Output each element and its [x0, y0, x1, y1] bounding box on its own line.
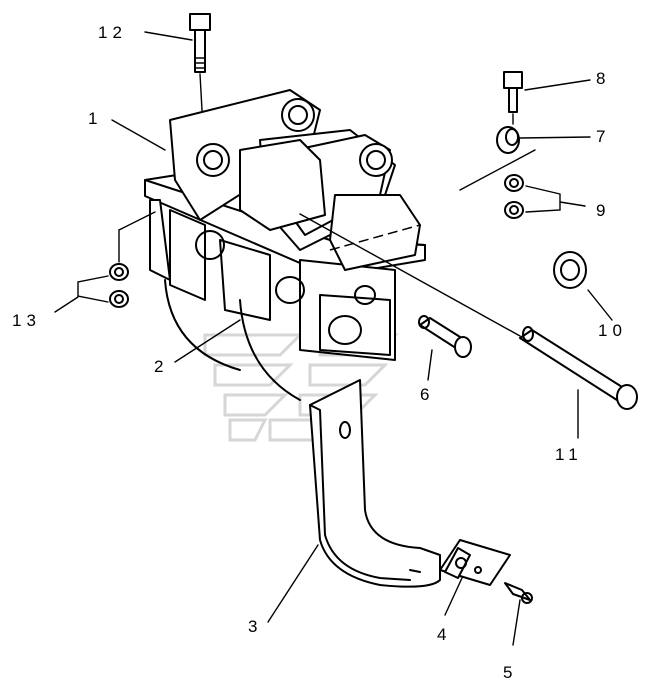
callout-11: 11	[555, 445, 583, 464]
bushing-7	[496, 126, 520, 154]
callout-4: 4	[437, 625, 451, 644]
pin-6	[418, 315, 472, 358]
callout-2: 2	[154, 357, 168, 376]
callout-5: 5	[503, 663, 517, 682]
nuts-9	[504, 174, 524, 219]
callout-9: 9	[596, 201, 610, 220]
bolt-8	[503, 71, 523, 125]
pin-11	[299, 213, 638, 410]
callout-1: 1	[88, 109, 102, 128]
pin-5	[504, 582, 533, 604]
leader-lines	[54, 31, 613, 646]
nuts-13	[109, 263, 129, 308]
shank-holder-frame	[144, 89, 426, 401]
callout-12: 12	[98, 23, 127, 42]
callout-6: 6	[420, 385, 434, 404]
callout-3: 3	[248, 617, 262, 636]
callout-13: 13	[12, 311, 41, 330]
callout-7: 7	[596, 127, 610, 146]
ripper-tip	[439, 539, 511, 586]
bolt-12	[189, 13, 211, 129]
ripper-shank	[309, 379, 441, 588]
callout-10: 10	[598, 321, 627, 340]
callout-8: 8	[596, 69, 610, 88]
washer-10	[553, 251, 587, 289]
